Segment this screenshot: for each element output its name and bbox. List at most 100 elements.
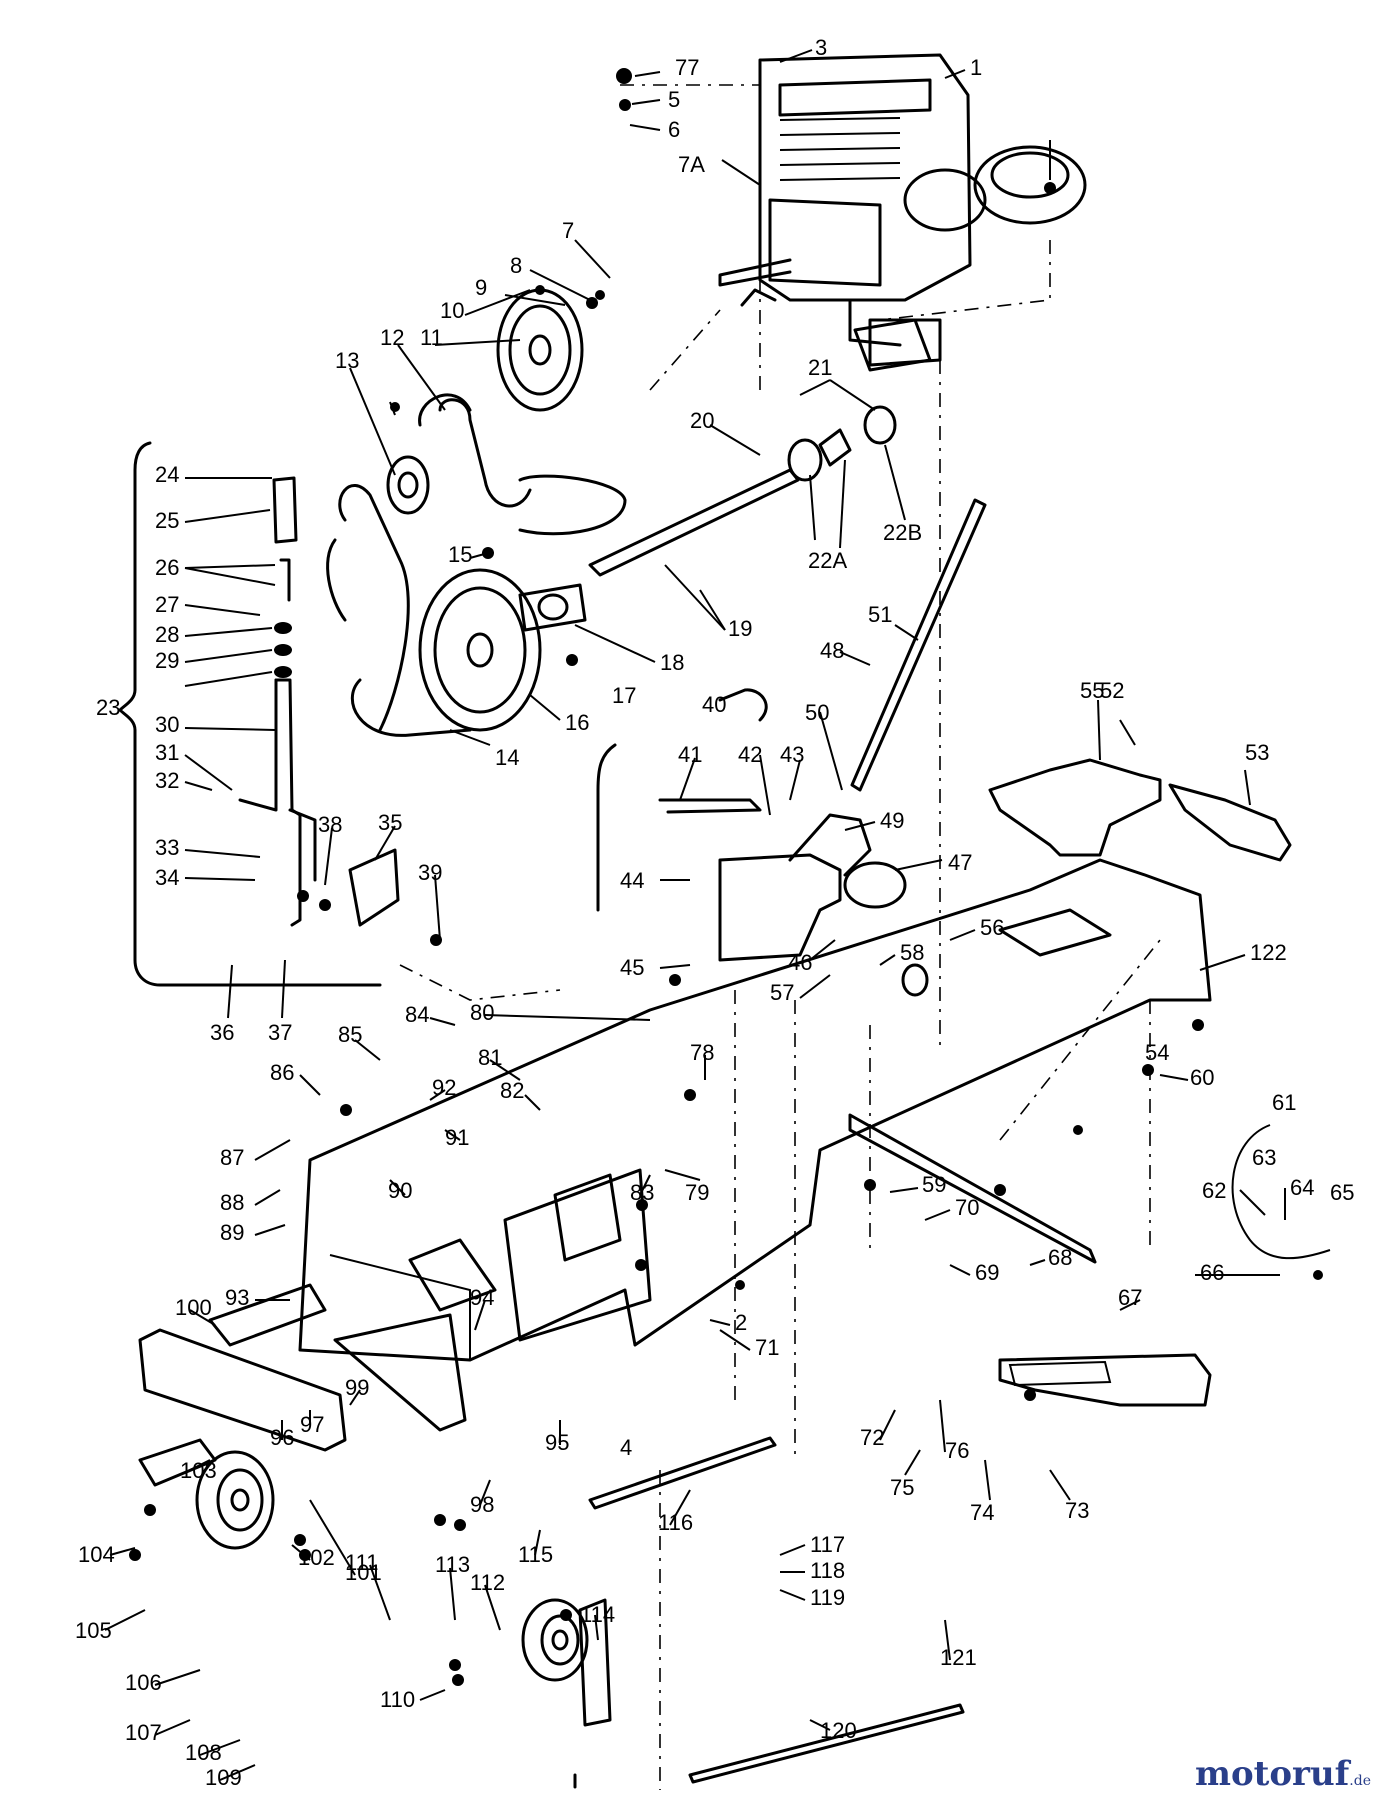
part-label-2: 2	[735, 1310, 747, 1335]
part-label-106: 106	[125, 1670, 162, 1695]
part-label-121: 121	[940, 1645, 977, 1670]
part-label-74: 74	[970, 1500, 994, 1525]
part-label-22a: 22A	[808, 548, 847, 573]
part-label-35: 35	[378, 810, 402, 835]
part-label-6: 6	[668, 117, 680, 142]
control-column-assembly	[118, 441, 400, 987]
part-label-33: 33	[155, 835, 179, 860]
part-label-118: 118	[810, 1558, 845, 1583]
top-bracket-55	[988, 758, 1162, 857]
leader-lines	[104, 49, 1331, 1781]
part-label-4: 4	[620, 1435, 632, 1460]
part-label-122: 122	[1250, 940, 1287, 965]
part-label-17: 17	[612, 683, 636, 708]
bracket-53	[1168, 783, 1292, 862]
part-label-75: 75	[890, 1475, 914, 1500]
part-label-39: 39	[418, 860, 442, 885]
footrest-assembly	[848, 1113, 1212, 1407]
wheel-center	[521, 1598, 612, 1727]
part-label-55: 55	[1080, 678, 1104, 703]
part-label-21: 21	[808, 355, 832, 380]
part-label-28: 28	[155, 622, 179, 647]
part-label-25: 25	[155, 508, 179, 533]
part-label-59: 59	[922, 1172, 946, 1197]
part-label-97: 97	[300, 1412, 324, 1437]
part-label-67: 67	[1118, 1285, 1142, 1310]
part-label-43: 43	[780, 742, 804, 767]
part-label-120: 120	[820, 1718, 857, 1743]
part-label-38: 38	[318, 812, 342, 837]
part-label-60: 60	[1190, 1065, 1214, 1090]
part-label-11: 11	[420, 325, 443, 350]
part-label-110: 110	[380, 1687, 415, 1712]
part-label-54: 54	[1145, 1040, 1169, 1065]
part-label-36: 36	[210, 1020, 234, 1045]
part-label-62: 62	[1202, 1178, 1226, 1203]
part-label-58: 58	[900, 940, 924, 965]
part-labels: 1 2 3 4 5 6 7 7A 8 9 10 11 12 13 14 15 1…	[75, 35, 1354, 1790]
part-label-50: 50	[805, 700, 829, 725]
part-label-65: 65	[1330, 1180, 1354, 1205]
part-label-44: 44	[620, 868, 644, 893]
part-label-107: 107	[125, 1720, 162, 1745]
part-label-7: 7	[562, 218, 574, 243]
part-label-30: 30	[155, 712, 179, 737]
part-label-31: 31	[155, 740, 179, 765]
part-label-52: 52	[1100, 678, 1124, 703]
part-label-114: 114	[580, 1602, 615, 1627]
part-label-108: 108	[185, 1740, 222, 1765]
part-label-111: 111	[345, 1550, 378, 1575]
part-label-3: 3	[815, 35, 827, 60]
part-label-9: 9	[475, 275, 487, 300]
part-label-14: 14	[495, 745, 519, 770]
watermark-logo: motoruf.de	[1195, 1754, 1371, 1794]
part-label-34: 34	[155, 865, 179, 890]
part-label-86: 86	[270, 1060, 294, 1085]
part-label-7a: 7A	[678, 152, 705, 177]
part-label-41: 41	[678, 742, 702, 767]
part-label-63: 63	[1252, 1145, 1276, 1170]
wheel-left	[138, 1438, 275, 1550]
part-label-100: 100	[175, 1295, 212, 1320]
part-label-102: 102	[298, 1545, 335, 1570]
part-label-82: 82	[500, 1078, 524, 1103]
part-label-103: 103	[180, 1458, 217, 1483]
part-label-29: 29	[155, 648, 179, 673]
part-label-47: 47	[948, 850, 972, 875]
part-label-26: 26	[155, 555, 179, 580]
part-label-48: 48	[820, 638, 844, 663]
shaft-bearing-assembly	[518, 405, 897, 632]
part-label-87: 87	[220, 1145, 244, 1170]
part-label-99: 99	[345, 1375, 369, 1400]
part-label-76: 76	[945, 1438, 969, 1463]
part-label-70: 70	[955, 1195, 979, 1220]
part-label-22b: 22B	[883, 520, 922, 545]
watermark-suffix: .de	[1349, 1773, 1371, 1789]
part-label-12: 12	[380, 325, 404, 350]
linkage-rods	[573, 1436, 965, 1789]
part-label-19: 19	[728, 616, 752, 641]
part-label-88: 88	[220, 1190, 244, 1215]
part-label-23: 23	[96, 695, 120, 720]
part-label-49: 49	[880, 808, 904, 833]
part-label-1: 1	[970, 55, 982, 80]
part-label-93: 93	[225, 1285, 249, 1310]
part-label-89: 89	[220, 1220, 244, 1245]
part-label-53: 53	[1245, 740, 1269, 765]
part-label-10: 10	[440, 298, 464, 323]
part-label-61: 61	[1272, 1090, 1296, 1115]
part-label-64: 64	[1290, 1175, 1314, 1200]
part-label-78: 78	[690, 1040, 714, 1065]
part-label-95: 95	[545, 1430, 569, 1455]
part-label-117: 117	[810, 1532, 845, 1557]
part-label-13: 13	[335, 348, 359, 373]
part-label-15: 15	[448, 542, 472, 567]
front-bumper-assembly	[138, 1238, 497, 1452]
pulley-belt-assembly	[326, 288, 627, 737]
part-label-42: 42	[738, 742, 762, 767]
watermark-brand: motoruf	[1195, 1754, 1350, 1794]
part-label-84: 84	[405, 1002, 429, 1027]
part-label-5: 5	[668, 87, 680, 112]
part-label-27: 27	[155, 592, 179, 617]
